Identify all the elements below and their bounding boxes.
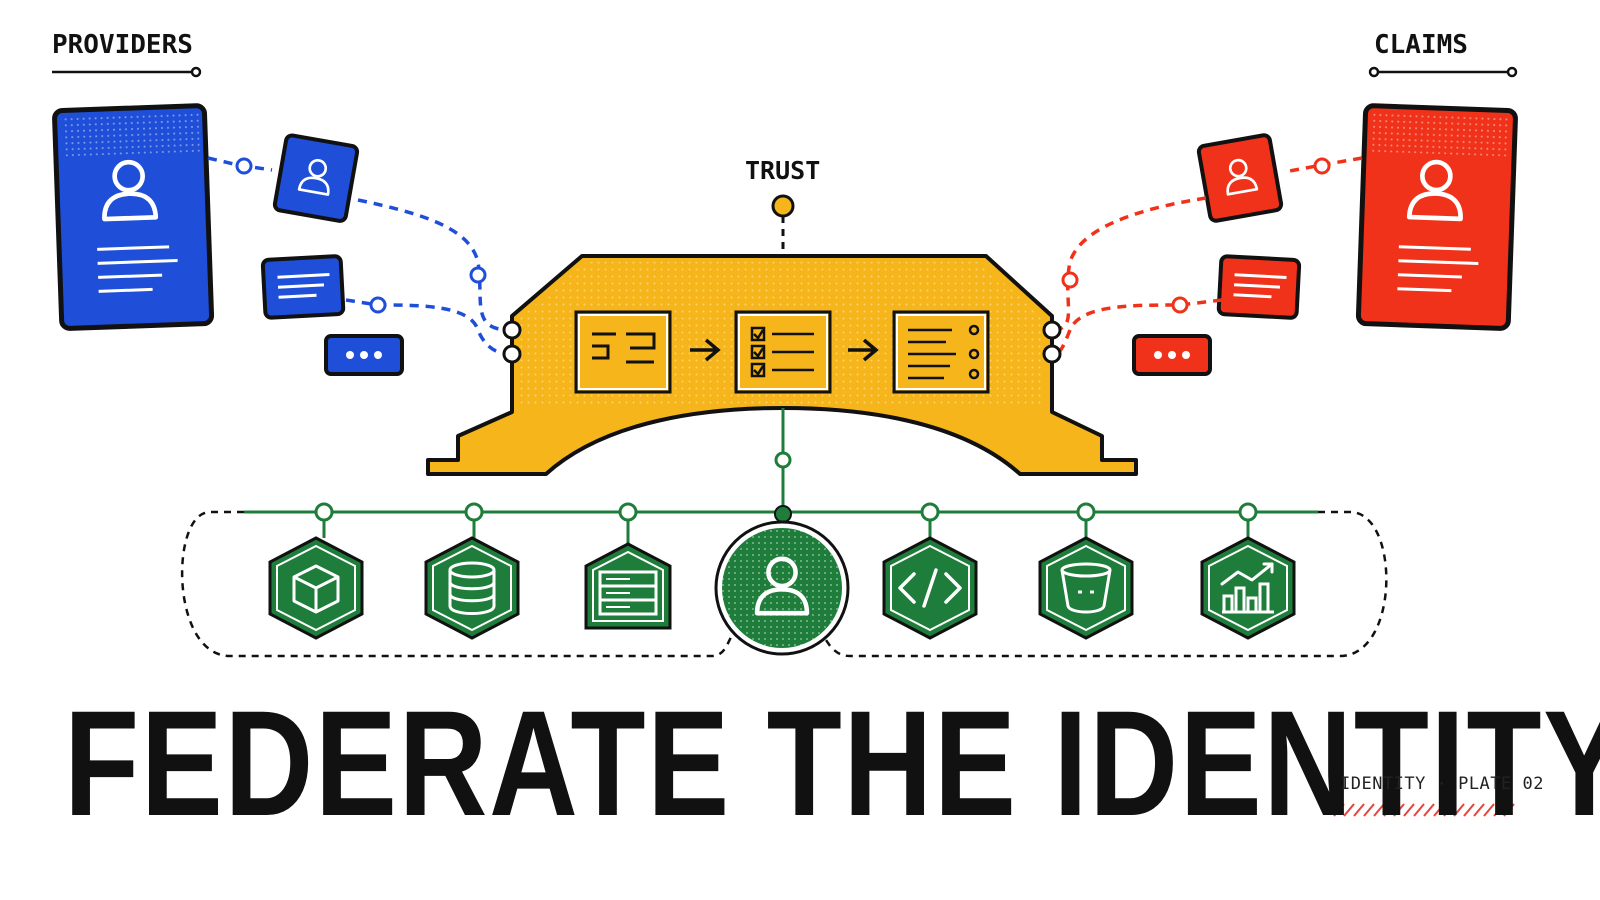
code-service[interactable] bbox=[882, 536, 978, 640]
more-dots-icon bbox=[1154, 351, 1190, 359]
compute-service[interactable] bbox=[268, 536, 364, 640]
mapping-icon bbox=[592, 332, 656, 364]
claims-output-step[interactable] bbox=[892, 310, 990, 394]
flow-arrow-icon bbox=[690, 338, 721, 362]
code-icon bbox=[898, 568, 962, 608]
server-service[interactable] bbox=[584, 542, 672, 630]
form-card-icon bbox=[1233, 273, 1287, 299]
trust-node[interactable] bbox=[771, 194, 795, 218]
providers-group bbox=[52, 66, 511, 376]
identity-hub[interactable] bbox=[714, 520, 850, 656]
claims-form-card[interactable] bbox=[1216, 254, 1302, 320]
claims-group bbox=[1051, 66, 1518, 376]
provider-more-chip[interactable] bbox=[324, 334, 404, 376]
checklist-step[interactable] bbox=[734, 310, 832, 394]
trust-bridge bbox=[426, 194, 1138, 512]
mapping-step[interactable] bbox=[574, 310, 672, 394]
storage-service[interactable] bbox=[1038, 536, 1134, 640]
database-service[interactable] bbox=[424, 536, 520, 640]
checklist-icon bbox=[750, 326, 814, 378]
server-icon bbox=[598, 570, 658, 616]
flow-arrow-icon bbox=[848, 338, 879, 362]
claims-card[interactable] bbox=[1355, 103, 1518, 331]
page-title: FEDERATE THE IDENTITY bbox=[64, 679, 1600, 847]
services-row bbox=[180, 502, 1388, 658]
cube-icon bbox=[292, 564, 340, 614]
provider-user-badge[interactable] bbox=[272, 133, 360, 223]
provider-card[interactable] bbox=[52, 103, 215, 331]
analytics-icon bbox=[1220, 562, 1274, 614]
bucket-icon bbox=[1060, 562, 1112, 614]
analytics-service[interactable] bbox=[1200, 536, 1296, 640]
claims-output-icon bbox=[908, 324, 980, 380]
plate-caption: IDENTITY · PLATE 02 bbox=[1340, 774, 1544, 794]
claims-user-badge[interactable] bbox=[1196, 133, 1284, 223]
claims-more-chip[interactable] bbox=[1132, 334, 1212, 376]
accent-stripes bbox=[1333, 803, 1515, 817]
providers-label: PROVIDERS bbox=[52, 30, 193, 60]
form-card-icon bbox=[277, 273, 330, 299]
trust-label: TRUST bbox=[745, 156, 821, 185]
more-dots-icon bbox=[346, 351, 382, 359]
provider-form-card[interactable] bbox=[260, 254, 346, 320]
provider-connectors bbox=[207, 156, 511, 356]
claims-label: CLAIMS bbox=[1374, 30, 1468, 60]
database-icon bbox=[448, 561, 496, 615]
